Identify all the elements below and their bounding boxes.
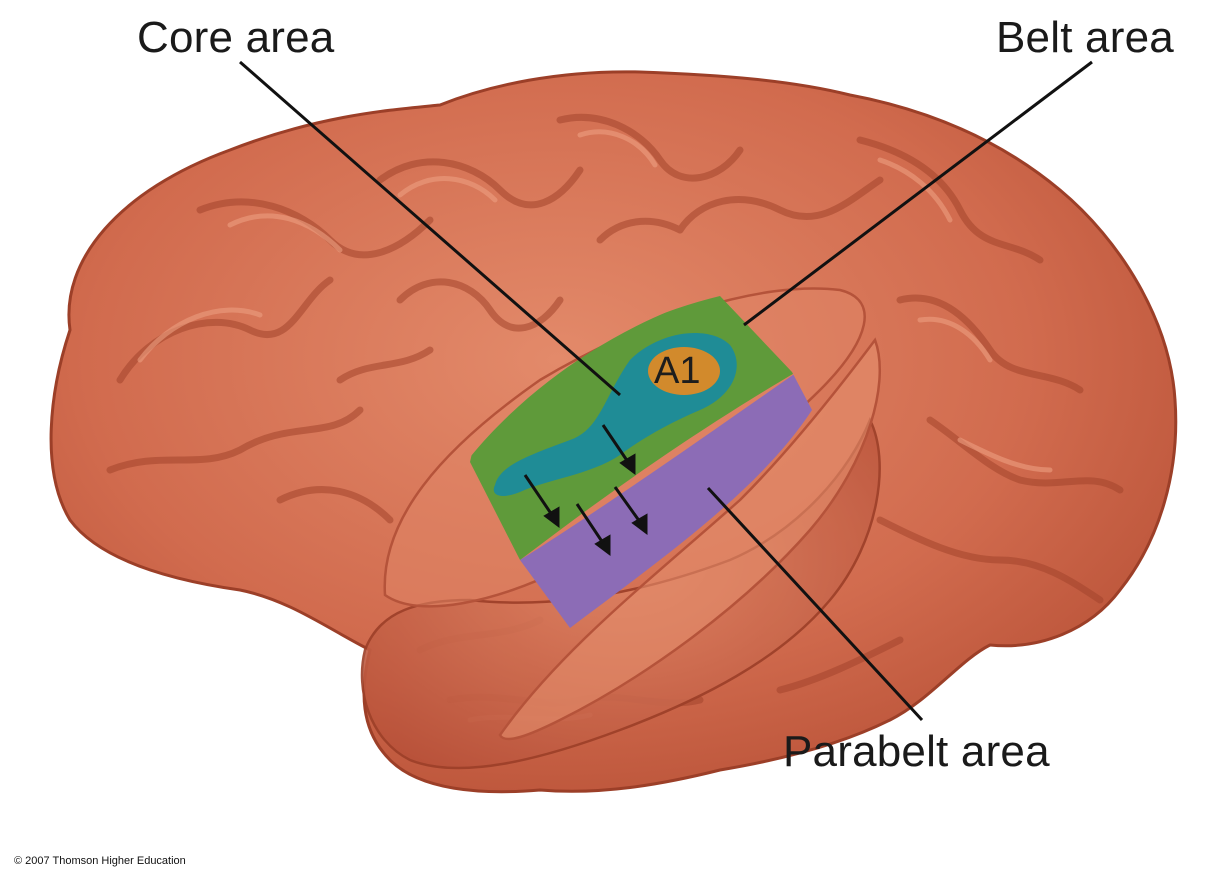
belt-area-label: Belt area: [996, 16, 1174, 60]
core-area-label: Core area: [137, 16, 334, 60]
a1-label: A1: [654, 352, 700, 390]
parabelt-area-label: Parabelt area: [783, 730, 1050, 774]
copyright-notice: © 2007 Thomson Higher Education: [14, 855, 186, 867]
